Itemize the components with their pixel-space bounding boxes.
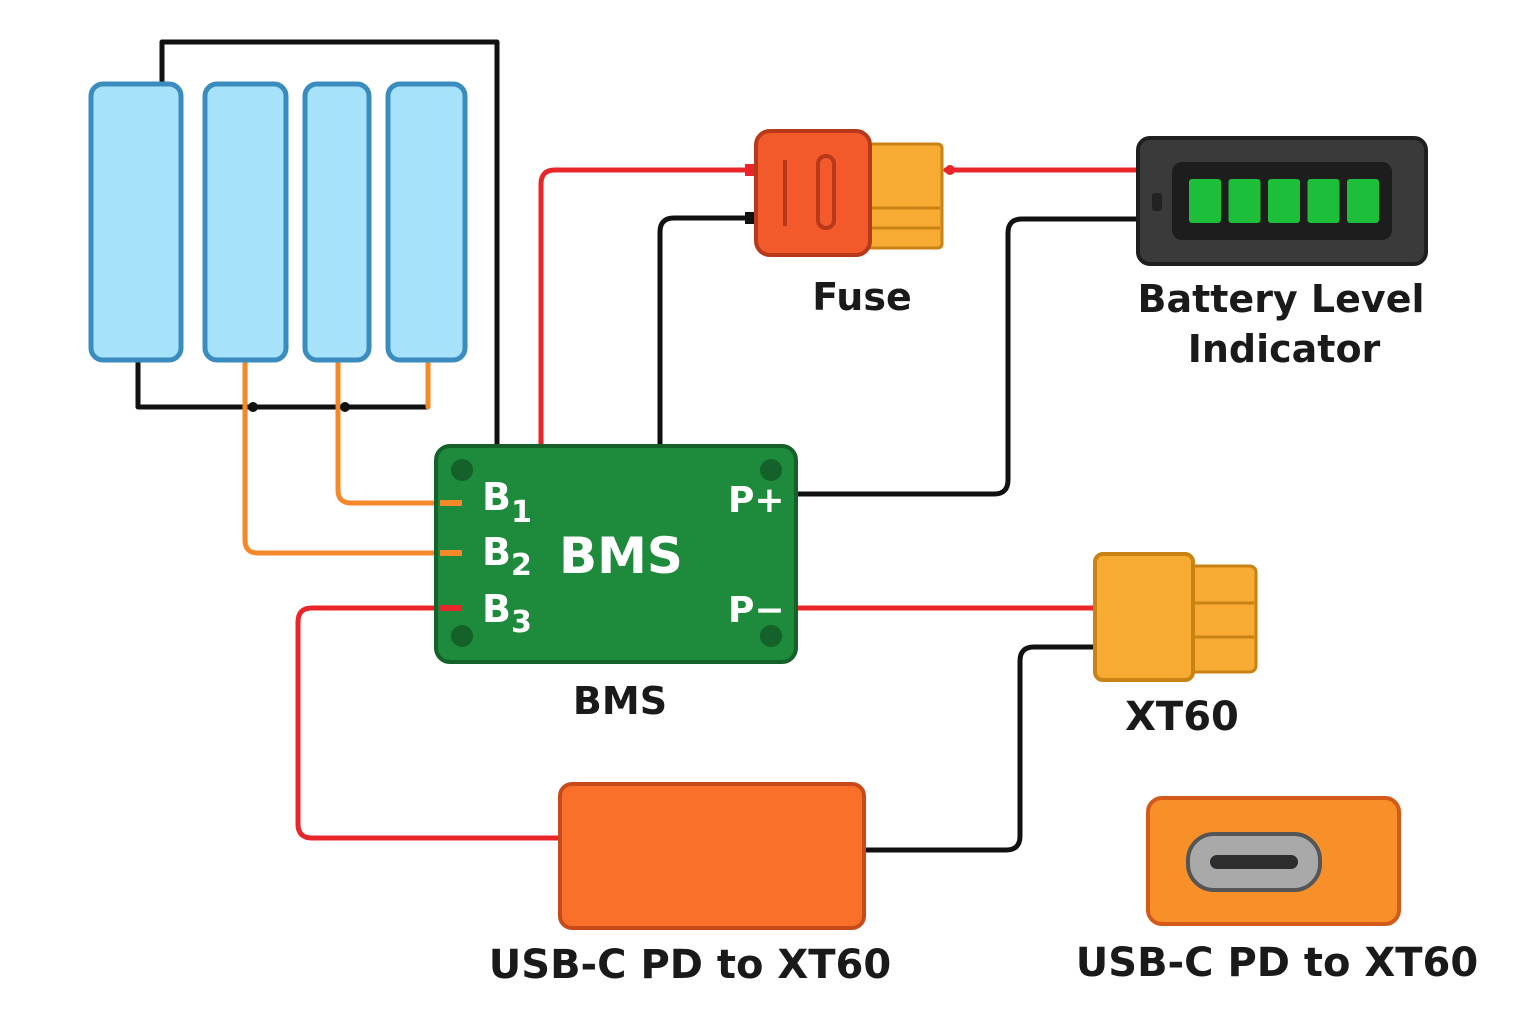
bms-pcb [434,444,798,664]
battery-cell [88,81,184,363]
xt60-connector [1093,552,1258,682]
wire-black-pplus-to-indicator [795,216,1143,497]
wire-black-xt60-to-converter [863,644,1098,853]
indicator-led-segment [1189,179,1221,223]
usbc-module [1146,796,1401,926]
wire-orange-cell-to-b2 [242,357,465,556]
converter-body [558,782,866,930]
converter-label: USB-C PD to XT60 [489,942,891,988]
pin-b3-label: B3 [482,587,532,640]
wire-red-b3-to-converter [295,605,563,841]
usbc-module-label: USB-C PD to XT60 [1076,940,1478,986]
fuse-label: Fuse [812,275,912,319]
indicator-led-segment [1347,179,1379,223]
wire-orange-cell-to-b1 [335,357,465,506]
xt60-plug [1184,564,1258,674]
indicator-leds [1189,179,1379,223]
junction-dot [248,402,258,412]
battery-cells [88,81,468,363]
battery-cell [202,81,289,363]
indicator-label-line1: Battery Level [1137,277,1424,321]
wire-black-bms-to-fuse [657,215,755,449]
mounting-hole [760,625,782,647]
pin-b1-label: B1 [482,475,532,530]
fuse-slot [816,154,836,230]
bms-title: BMS [559,527,683,585]
battery-level-indicator [1136,136,1428,266]
indicator-led-segment [1228,179,1261,223]
indicator-led-segment [1268,179,1300,223]
mounting-hole [451,625,473,647]
wire-black-cell-top-to-bms [159,39,500,461]
xt60-label: XT60 [1125,694,1239,740]
fuse-body [754,129,872,257]
indicator-button [1152,193,1162,211]
bms-caption: BMS [573,679,667,723]
battery-cell [302,81,372,363]
wire-black-cell-bus [135,355,430,410]
pin-pminus-label: P− [728,590,785,631]
mounting-hole [760,459,782,481]
pin-b2-label: B2 [482,530,532,583]
bms-board: B1 B2 B3 BMS P+ P− [434,444,798,664]
mounting-hole [451,459,473,481]
fuse-plug-body [864,142,944,250]
xt60-body [1093,552,1195,682]
fuse [745,129,955,257]
fuse-tip [945,165,955,175]
indicator-label-line2: Indicator [1188,327,1381,371]
wires [135,39,1143,853]
indicator-led-segment [1307,179,1340,223]
battery-cell [385,81,468,363]
pin-pplus-label: P+ [728,480,785,521]
junction-dot [340,402,350,412]
usbc-port-slot [1210,855,1298,869]
wire-red-bms-to-fuse [538,167,755,449]
